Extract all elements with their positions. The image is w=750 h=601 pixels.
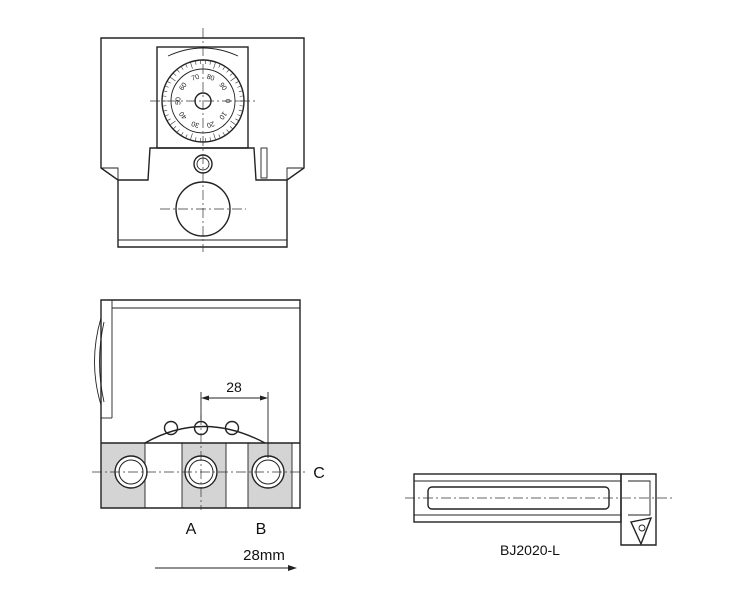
front-top-arc [144, 425, 266, 444]
dial-number: 30 [191, 119, 201, 128]
bar-head-pocket [628, 480, 651, 516]
dial-tick [162, 95, 167, 97]
top-view-left-shoulder [101, 167, 119, 180]
dial-tick [239, 95, 244, 97]
dial-tick [163, 109, 168, 112]
shift-arrow-head [288, 565, 297, 571]
dimension-28-label: 28 [226, 379, 242, 395]
dial-tick [172, 72, 177, 76]
dial-tick [176, 69, 180, 73]
label-a: A [186, 521, 197, 538]
dial-number: 80 [206, 74, 216, 83]
dial-tick [195, 60, 197, 65]
front-view-body-outline [100, 299, 301, 509]
dial-number: 70 [191, 74, 201, 83]
index-hole-left [163, 420, 179, 436]
dial-side-profile-inner [99, 321, 105, 403]
dial-tick [166, 80, 171, 84]
dial-tick [162, 105, 167, 107]
dial-tick [229, 72, 234, 76]
dial-tick [190, 133, 193, 141]
dial-tick [180, 132, 184, 136]
dial-number: 20 [206, 119, 216, 128]
dial-tick [218, 63, 221, 68]
side-tab [260, 147, 268, 179]
dial-tick [237, 85, 242, 88]
dial-tick [190, 61, 193, 69]
label-c: C [313, 465, 325, 482]
dimension-28 [200, 392, 269, 458]
index-hole-right [224, 420, 240, 436]
dial-housing [156, 46, 249, 149]
insert-screw [638, 524, 646, 532]
dial-tick [213, 133, 216, 141]
dial-tick [238, 90, 243, 93]
bar-head [620, 473, 657, 546]
dial-tick [180, 66, 184, 70]
dial-side-profile-outer [94, 317, 102, 406]
dial-tick [166, 118, 171, 122]
dial-tick [222, 132, 226, 136]
top-view-right-shoulder [286, 167, 304, 180]
dial-tick [209, 60, 211, 65]
dial-tick [213, 61, 216, 69]
label-b: B [256, 521, 267, 538]
dial-tick [235, 80, 240, 84]
dial-number: 40 [178, 110, 188, 121]
dial-tick [235, 118, 240, 122]
dial-number: 50 [176, 97, 183, 105]
top-view-body-outline [100, 37, 305, 248]
dial-number: 90 [217, 82, 227, 93]
front-view: 28 C A B 28mm [92, 299, 325, 571]
dial-tick [185, 63, 188, 68]
dimension-28mm-label: 28mm [243, 547, 285, 564]
dial-tick [238, 109, 243, 112]
dial-tick [176, 129, 180, 133]
dial-number: 10 [217, 110, 227, 121]
model-label: BJ2020-L [500, 542, 560, 558]
dial-tick-marks [162, 60, 244, 142]
dial-tick [230, 76, 237, 82]
dial-tick [230, 120, 237, 126]
dial-number: 60 [178, 82, 188, 93]
dial-tick [185, 134, 188, 139]
dial-tick [237, 114, 242, 117]
dial-tick [218, 134, 221, 139]
dial-tick [172, 126, 177, 130]
dial-tick [222, 66, 226, 70]
dial-tick [169, 120, 176, 126]
dial-tick [226, 69, 230, 73]
dial-tick [226, 129, 230, 133]
dial-tick [195, 137, 197, 142]
dial-tick [209, 137, 211, 142]
dial-tick [164, 85, 169, 88]
insert-triangle [629, 517, 653, 546]
dial-tick [163, 90, 168, 93]
dial-tick [164, 114, 169, 117]
boring-bar: BJ2020-L [405, 473, 672, 558]
dial-tick [169, 76, 176, 82]
top-view-notch [118, 147, 287, 181]
dial-tick [229, 126, 234, 130]
dial-tick [239, 105, 244, 107]
